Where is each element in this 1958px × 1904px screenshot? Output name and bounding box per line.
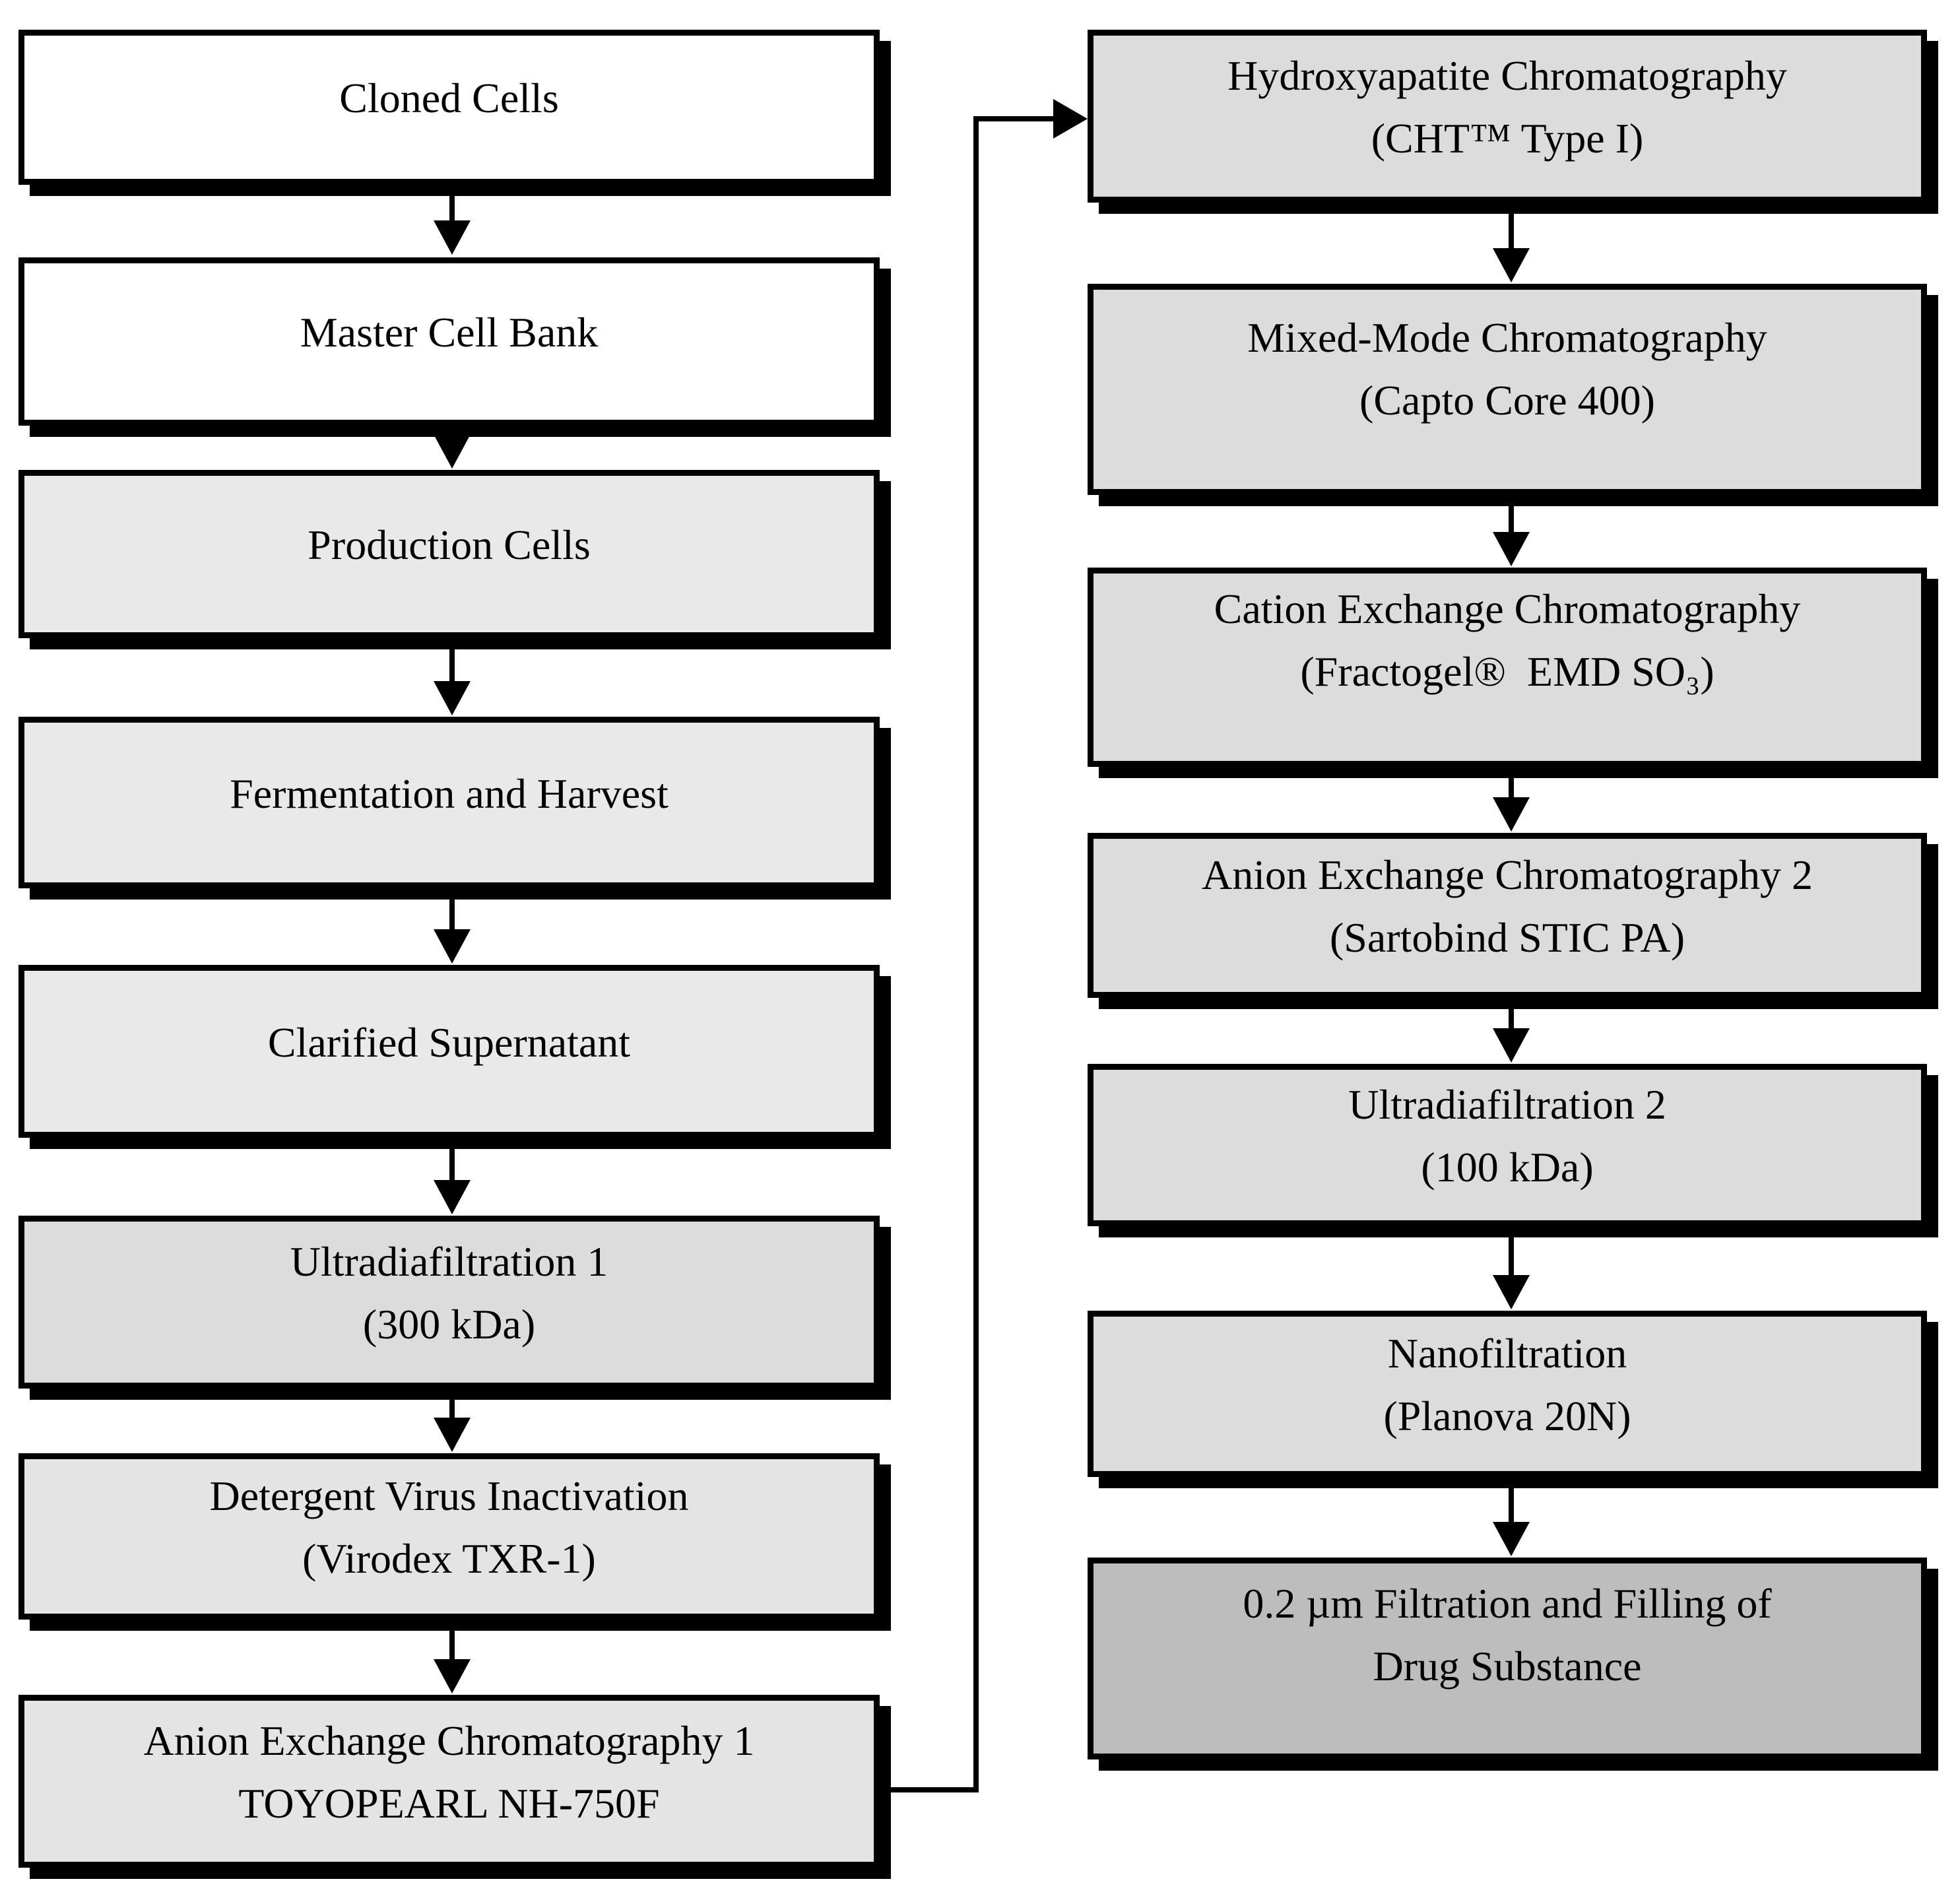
down-arrow-icon xyxy=(1493,1228,1530,1309)
flow-box-fermentation-and-harvest: Fermentation and Harvest xyxy=(18,717,880,888)
box-label: Mixed-Mode Chromatography xyxy=(1247,314,1767,362)
flow-box-production-cells: Production Cells xyxy=(18,470,880,638)
box-label: (100 kDa) xyxy=(1421,1144,1594,1191)
box-label: Anion Exchange Chromatography 2 xyxy=(1202,851,1813,899)
flow-box-mixed-mode-chromatography: Mixed-Mode Chromatography (Capto Core 40… xyxy=(1088,284,1927,495)
down-arrow-icon xyxy=(434,1139,471,1214)
box-label: Cloned Cells xyxy=(339,75,559,122)
flow-box-filtration-and-filling: 0.2 µm Filtration and Filling of Drug Su… xyxy=(1088,1558,1927,1759)
flow-box-clarified-supernatant: Clarified Supernatant xyxy=(18,965,880,1138)
right-arrowhead-icon xyxy=(1053,99,1088,139)
box-label: TOYOPEARL NH-750F xyxy=(238,1780,660,1827)
flow-box-master-cell-bank: Master Cell Bank xyxy=(18,257,880,426)
box-label: (CHT™ Type I) xyxy=(1371,115,1644,162)
down-arrow-icon xyxy=(434,890,471,964)
down-arrow-icon xyxy=(434,427,471,469)
down-arrow-icon xyxy=(434,186,471,255)
box-label: (Sartobind STIC PA) xyxy=(1329,914,1685,961)
down-arrow-icon xyxy=(434,1390,471,1452)
elbow-connector-top-segment xyxy=(973,116,1054,121)
flow-box-anion-exchange-chromatography-1: Anion Exchange Chromatography 1 TOYOPEAR… xyxy=(18,1695,880,1868)
box-label: Drug Substance xyxy=(1373,1643,1642,1690)
flow-box-hydroxyapatite-chromatography: Hydroxyapatite Chromatography (CHT™ Type… xyxy=(1088,30,1927,203)
down-arrow-icon xyxy=(1493,1478,1530,1556)
box-label: Cation Exchange Chromatography xyxy=(1214,585,1801,633)
down-arrow-icon xyxy=(434,1621,471,1693)
flow-box-detergent-virus-inactivation: Detergent Virus Inactivation (Virodex TX… xyxy=(18,1453,880,1620)
box-label: (300 kDa) xyxy=(362,1301,536,1348)
box-label: Production Cells xyxy=(308,521,591,569)
box-label: Fermentation and Harvest xyxy=(230,770,669,817)
flow-box-nanofiltration: Nanofiltration (Planova 20N) xyxy=(1088,1311,1927,1477)
flow-box-cloned-cells: Cloned Cells xyxy=(18,30,880,185)
down-arrow-icon xyxy=(1493,999,1530,1063)
down-arrow-icon xyxy=(1493,204,1530,282)
flow-box-anion-exchange-chromatography-2: Anion Exchange Chromatography 2 (Sartobi… xyxy=(1088,833,1927,998)
flow-box-ultradiafiltration-2: Ultradiafiltration 2 (100 kDa) xyxy=(1088,1064,1927,1226)
box-label: (Fractogel® EMD SO₃) xyxy=(1300,648,1714,695)
down-arrow-icon xyxy=(1493,496,1530,566)
box-label: Clarified Supernatant xyxy=(267,1018,631,1066)
elbow-connector-vertical-segment xyxy=(973,116,979,1792)
box-label: Ultradiafiltration 1 xyxy=(290,1238,608,1286)
box-label: Master Cell Bank xyxy=(300,309,599,356)
box-label: Nanofiltration xyxy=(1387,1330,1627,1377)
box-label: (Capto Core 400) xyxy=(1359,377,1655,424)
flow-box-cation-exchange-chromatography: Cation Exchange Chromatography (Fractoge… xyxy=(1088,568,1927,767)
flow-box-ultradiafiltration-1: Ultradiafiltration 1 (300 kDa) xyxy=(18,1216,880,1389)
box-label: (Planova 20N) xyxy=(1383,1393,1631,1439)
elbow-connector-bottom-segment xyxy=(880,1787,979,1792)
box-label: Ultradiafiltration 2 xyxy=(1348,1081,1666,1129)
box-label: 0.2 µm Filtration and Filling of xyxy=(1243,1580,1772,1627)
down-arrow-icon xyxy=(1493,768,1530,832)
down-arrow-icon xyxy=(434,640,471,715)
box-label: Detergent Virus Inactivation xyxy=(209,1472,689,1520)
box-label: (Virodex TXR-1) xyxy=(302,1535,596,1582)
box-label: Hydroxyapatite Chromatography xyxy=(1227,52,1787,100)
box-label: Anion Exchange Chromatography 1 xyxy=(143,1717,755,1765)
